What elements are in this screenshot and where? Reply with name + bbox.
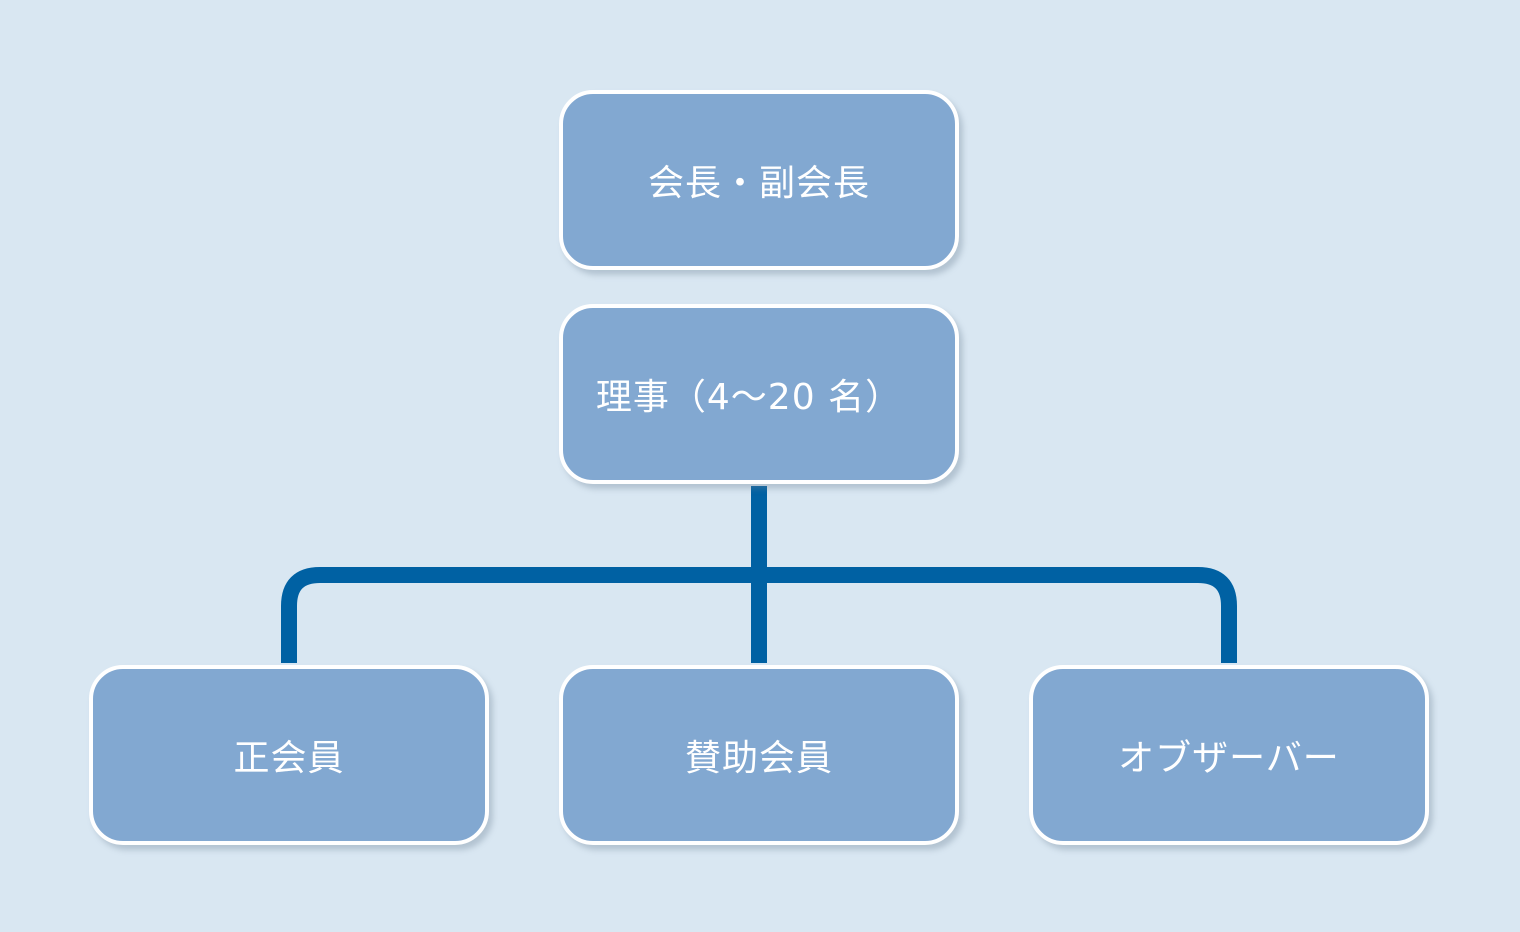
- node-chairman-vice-chairman: 会長・副会長: [559, 90, 959, 270]
- node-board-directors: 理事（4〜20 名）: [559, 304, 959, 484]
- node-label-observers: オブザーバー: [1118, 738, 1340, 779]
- connector-branch: [281, 567, 1237, 663]
- node-label-regular-members: 正会員: [233, 738, 345, 779]
- node-label-supporting-members: 賛助会員: [684, 738, 833, 779]
- node-label-board-directors: 理事（4〜20 名）: [595, 377, 903, 418]
- node-observers: オブザーバー: [1029, 665, 1429, 845]
- node-label-chairman-vice-chairman: 会長・副会長: [647, 163, 870, 204]
- node-supporting-members: 賛助会員: [559, 665, 959, 845]
- node-regular-members: 正会員: [89, 665, 489, 845]
